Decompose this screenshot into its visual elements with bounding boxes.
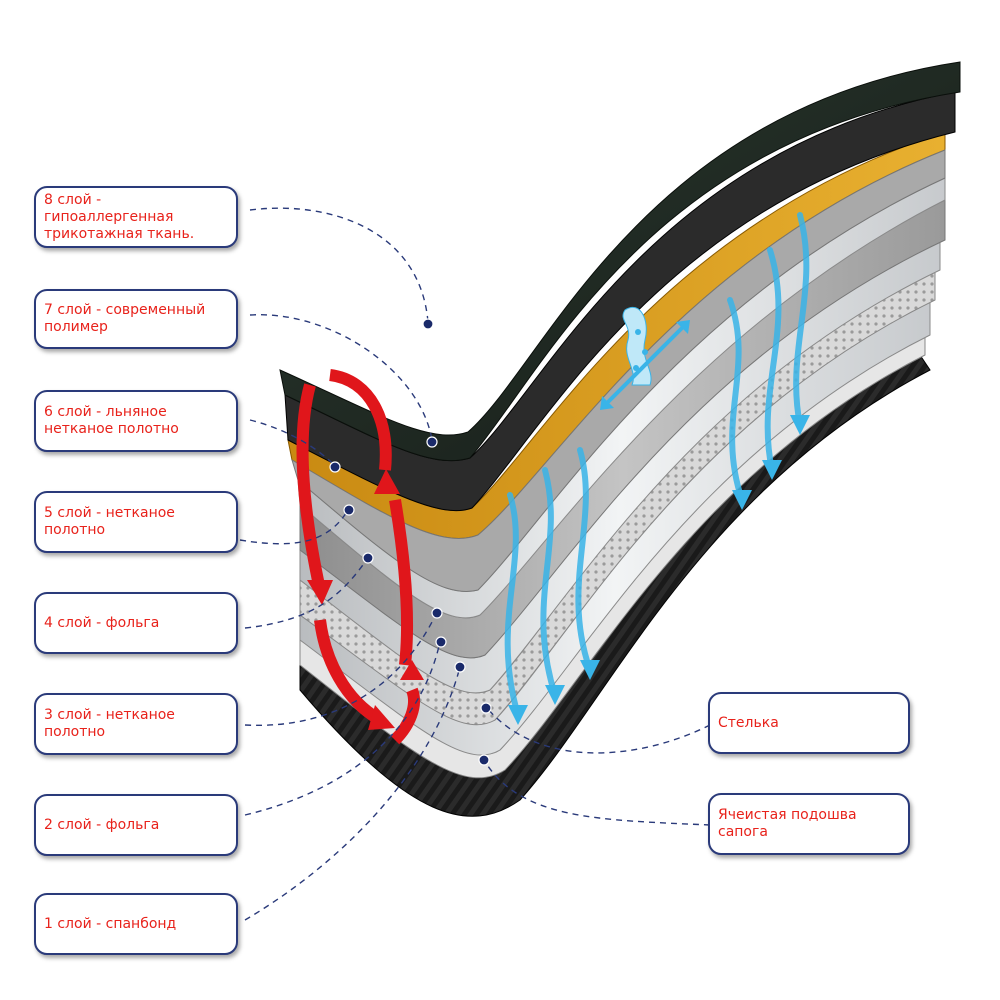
marker-dot-layer7 — [426, 436, 438, 448]
label-layer5: 5 слой - нетканое полотно — [34, 491, 238, 553]
label-layer8: 8 слой - гипоаллергенная трикотажная тка… — [34, 186, 238, 248]
leader-line-layer3 — [244, 611, 438, 727]
label-layer3: 3 слой - нетканое полотно — [34, 693, 238, 755]
layer-8-knit-fabric — [279, 61, 961, 462]
leader-line-layer5 — [239, 509, 349, 545]
leader-line-layer8 — [249, 207, 429, 323]
moisture-diagonal-arrowhead-top — [676, 320, 690, 334]
label-layer6-text: 6 слой - льняное нетканое полотно — [44, 404, 179, 437]
label-layer7: 7 слой - современный полимер — [34, 289, 238, 349]
marker-dot-sole — [478, 754, 490, 766]
moisture-diagonal-arrowhead-bottom — [600, 396, 614, 410]
marker-dot-layer3 — [431, 607, 443, 619]
label-layer2: 2 слой - фольга — [34, 794, 238, 856]
moisture-arrows — [504, 212, 810, 718]
label-sole: Ячеистая подошва сапога — [708, 793, 910, 855]
marker-dot-layer1 — [454, 661, 466, 673]
moisture-arrowheads — [508, 415, 810, 725]
leader-line-layer7 — [249, 314, 433, 441]
label-layer5-text: 5 слой - нетканое полотно — [44, 505, 175, 538]
label-layer7-text: 7 слой - современный полимер — [44, 302, 206, 335]
label-layer6: 6 слой - льняное нетканое полотно — [34, 390, 238, 452]
leader-line-insole — [486, 707, 711, 754]
leader-line-layer4 — [244, 557, 369, 629]
label-layer4-text: 4 слой - фольга — [44, 614, 160, 631]
heat-arrows — [296, 369, 420, 745]
marker-dot-layer5 — [343, 504, 355, 516]
moisture-diagonal-arrow — [603, 323, 687, 407]
leader-line-layer6 — [249, 419, 336, 467]
label-sole-text: Ячеистая подошва сапога — [718, 807, 857, 840]
marker-dot-layer8 — [422, 318, 434, 330]
marker-dot-layer2 — [435, 636, 447, 648]
label-layer3-text: 3 слой - нетканое полотно — [44, 707, 175, 740]
heat-arrowheads — [307, 469, 424, 730]
label-layer2-text: 2 слой - фольга — [44, 816, 160, 833]
label-layer8-text: 8 слой - гипоаллергенная трикотажная тка… — [44, 191, 195, 242]
label-insole: Стелька — [708, 692, 910, 754]
label-insole-text: Стелька — [718, 714, 779, 731]
layer-6-backing — [291, 149, 946, 592]
label-layer1-text: 1 слой - спанбонд — [44, 915, 177, 932]
leader-line-layer2 — [244, 641, 441, 816]
marker-dot-layer4 — [362, 552, 374, 564]
marker-dot-insole — [480, 702, 492, 714]
marker-dot-layer6 — [329, 461, 341, 473]
label-layer1: 1 слой - спанбонд — [34, 893, 238, 955]
label-layer4: 4 слой - фольга — [34, 592, 238, 654]
